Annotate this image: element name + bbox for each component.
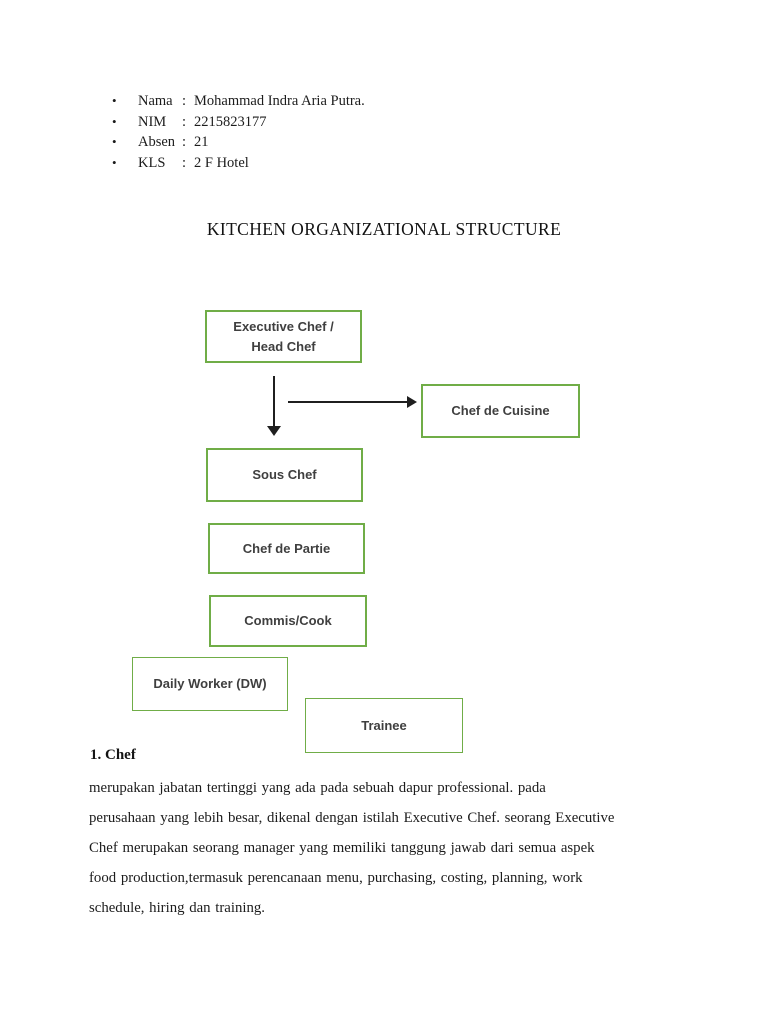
info-separator: : xyxy=(182,113,187,130)
info-label: KLS xyxy=(138,154,166,171)
info-separator: : xyxy=(182,134,187,150)
list-item: • NIM : 2215823177 xyxy=(112,114,365,135)
body-text-line: Chef merupakan seorang manager yang memi… xyxy=(89,840,595,856)
info-value: 2215823177 xyxy=(194,113,267,130)
arrow-right-icon xyxy=(407,396,417,408)
page-title: KITCHEN ORGANIZATIONAL STRUCTURE xyxy=(206,219,562,239)
bullet-icon: • xyxy=(112,113,117,129)
bullet-icon: • xyxy=(112,134,117,149)
section-body: merupakan jabatan tertinggi yang ada pad… xyxy=(89,773,709,923)
org-node-commis-cook: Commis/Cook xyxy=(209,595,367,647)
org-node-chef-de-partie: Chef de Partie xyxy=(208,523,365,574)
list-item: • KLS : 2 F Hotel xyxy=(112,155,365,176)
body-text-line: food production,termasuk perencanaan men… xyxy=(89,870,583,886)
arrow-right-line xyxy=(288,401,408,403)
info-value: Mohammad Indra Aria Putra. xyxy=(194,93,365,109)
body-text-line: schedule, hiring dan training. xyxy=(89,900,265,916)
bullet-icon: • xyxy=(112,154,117,170)
info-separator: : xyxy=(182,154,187,171)
org-node-chef-de-cuisine: Chef de Cuisine xyxy=(421,384,580,438)
list-item: • Nama : Mohammad Indra Aria Putra. xyxy=(112,93,365,114)
arrow-down-icon xyxy=(267,426,281,436)
bullet-icon: • xyxy=(112,93,117,108)
list-item: • Absen : 21 xyxy=(112,134,365,155)
arrow-down-line xyxy=(273,376,275,427)
section-heading: 1. Chef xyxy=(90,747,136,763)
info-label: Nama xyxy=(138,93,173,109)
org-node-executive-chef: Executive Chef / Head Chef xyxy=(205,310,362,363)
org-node-trainee: Trainee xyxy=(305,698,463,753)
info-value: 2 F Hotel xyxy=(194,154,249,171)
info-value: 21 xyxy=(194,134,209,150)
info-label: NIM xyxy=(138,113,167,130)
org-node-sous-chef: Sous Chef xyxy=(206,448,363,502)
student-info-list: • Nama : Mohammad Indra Aria Putra. • NI… xyxy=(112,93,365,175)
org-node-daily-worker: Daily Worker (DW) xyxy=(132,657,288,711)
body-text-line: perusahaan yang lebih besar, dikenal den… xyxy=(89,810,615,826)
info-separator: : xyxy=(182,93,187,109)
info-label: Absen xyxy=(138,134,176,150)
body-text-line: merupakan jabatan tertinggi yang ada pad… xyxy=(89,780,546,796)
